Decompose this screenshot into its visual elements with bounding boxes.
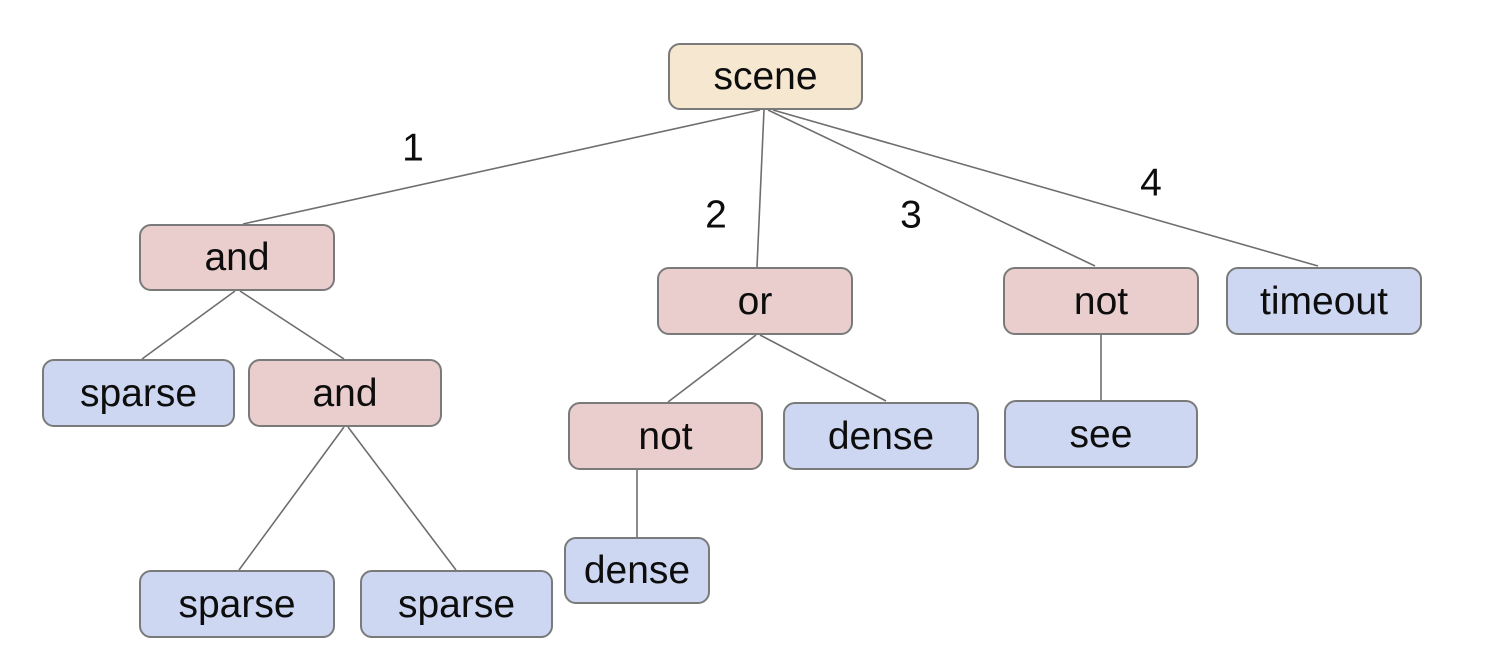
edge-scene-and (242, 109, 761, 225)
edge-label-4: 4 (1140, 161, 1162, 205)
edge-and-and (239, 290, 345, 360)
node-and-inner: and (248, 359, 442, 427)
node-dense: dense (783, 402, 979, 470)
node-see: see (1004, 400, 1198, 468)
edge-label-2: 2 (705, 193, 727, 237)
node-sparse: sparse (42, 359, 235, 427)
node-or: or (657, 267, 853, 335)
edge-and2-sparse2 (238, 426, 345, 571)
node-timeout: timeout (1226, 267, 1422, 335)
edge-scene-timeout (772, 109, 1319, 267)
edge-label-1: 1 (402, 126, 424, 170)
node-dense-bottom: dense (564, 537, 710, 604)
node-scene: scene (668, 43, 863, 110)
node-sparse-bottom-right: sparse (360, 570, 553, 638)
edge-and2-sparse3 (347, 426, 457, 571)
edge-label-3: 3 (900, 193, 922, 237)
node-and: and (139, 224, 335, 291)
node-not: not (1003, 267, 1199, 335)
edge-scene-not (767, 109, 1096, 267)
edge-scene-or (756, 109, 765, 268)
edge-or-not (667, 334, 757, 403)
node-not-inner: not (568, 402, 763, 470)
edge-and-sparse (141, 290, 236, 360)
node-sparse-bottom-left: sparse (139, 570, 335, 638)
edge-or-dense (759, 334, 887, 402)
